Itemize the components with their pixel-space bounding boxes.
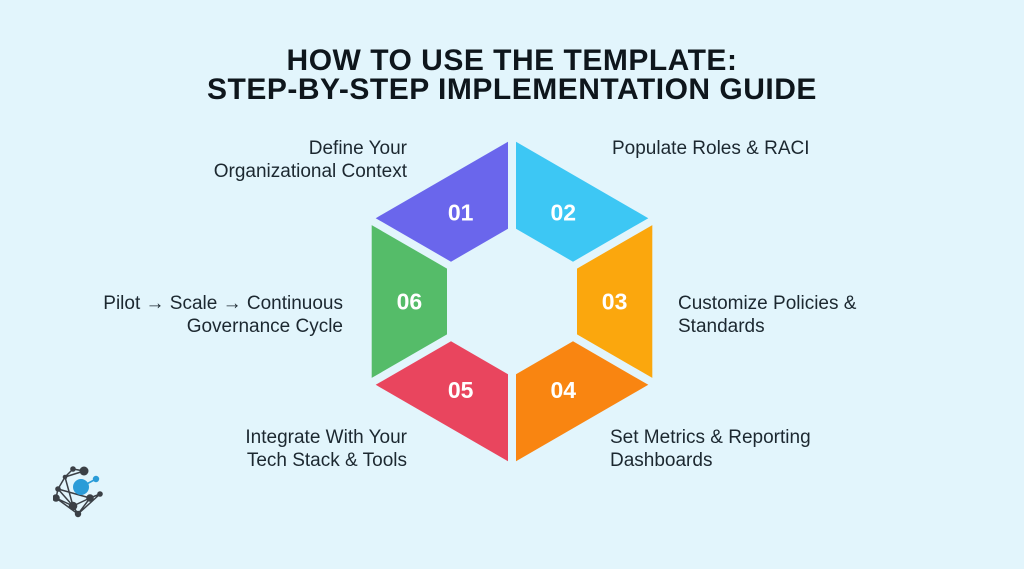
hexagon-segment-02 [516,141,649,262]
step-number-01: 01 [448,199,474,225]
hexagon-segment-04 [516,341,649,462]
network-logo-icon [53,466,103,518]
step-label-02: Populate Roles & RACI [612,138,810,159]
step-label-01: Define Your Organizational Context [213,138,407,182]
page-title-line-1: HOW TO USE THE TEMPLATE: [286,44,738,77]
step-label-04: Set Metrics & Reporting Dashboards [610,427,811,471]
step-number-03: 03 [602,288,628,314]
step-label-06: Pilot → Scale → Continuous Governance Cy… [103,293,343,337]
step-number-02: 02 [551,199,577,225]
page-title-line-2: STEP-BY-STEP IMPLEMENTATION GUIDE [207,73,817,106]
step-label-05: Integrate With Your Tech Stack & Tools [245,427,407,471]
step-number-04: 04 [551,377,577,403]
hexagon-segment-03 [577,225,653,378]
network-logo-accent [73,475,100,495]
hexagon-segment-06 [371,225,447,378]
step-number-05: 05 [448,377,474,403]
hexagon-segment-01 [375,141,508,262]
hexagon-segment-05 [375,341,508,462]
network-logo-edges [55,468,101,515]
page-title: HOW TO USE THE TEMPLATE: STEP-BY-STEP IM… [0,44,1024,106]
step-number-06: 06 [397,288,423,314]
network-logo-nodes [53,466,103,518]
step-label-03: Customize Policies & Standards [678,293,857,337]
